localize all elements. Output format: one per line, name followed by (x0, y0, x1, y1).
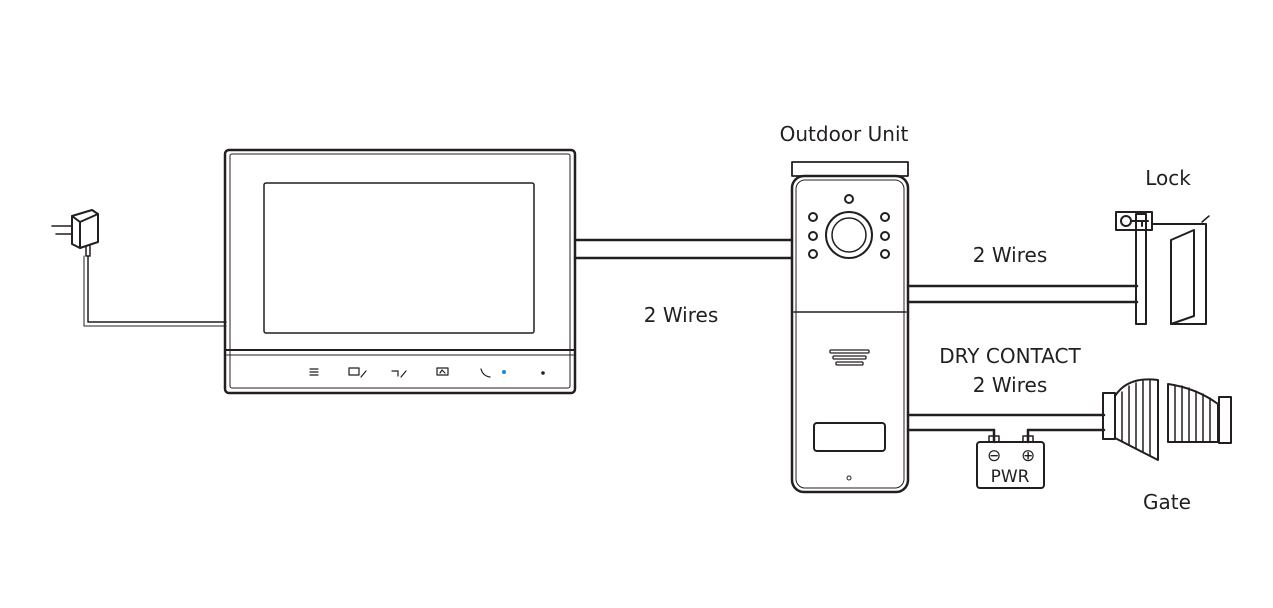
microphone (846, 475, 852, 481)
status-dot (541, 371, 545, 375)
intercom-icon (436, 367, 449, 376)
lock-icon (1115, 211, 1210, 325)
indicator-led (502, 370, 506, 374)
power-supply-box (976, 435, 1045, 489)
outdoor-unit-label: Outdoor Unit (779, 122, 909, 146)
dry-contact-label: DRY CONTACT (939, 344, 1081, 368)
power-adapter (51, 209, 227, 327)
camera-lens (825, 211, 873, 259)
gate-label: Gate (1143, 490, 1191, 514)
gate-wires (906, 413, 1106, 444)
monitor-buttons (309, 367, 545, 378)
pwr-minus-symbol: ⊖ (987, 446, 1001, 466)
talk-icon (480, 368, 491, 378)
lock-label: Lock (1145, 166, 1191, 190)
monitor-cable (573, 238, 794, 260)
sensor (844, 194, 854, 204)
gate-wires-label: 2 Wires (972, 373, 1048, 397)
lock-wires (906, 284, 1139, 304)
menu-icon (309, 368, 319, 376)
pwr-plus-symbol: ⊕ (1021, 446, 1035, 466)
outdoor-unit (790, 161, 910, 494)
unlock-icon (391, 370, 407, 378)
monitor-wires-label: 2 Wires (643, 303, 719, 327)
call-button (813, 422, 886, 452)
lock-wires-label: 2 Wires (972, 243, 1048, 267)
gate-icon (1102, 378, 1232, 461)
monitor-toggle-icon (348, 367, 367, 378)
indoor-monitor (223, 148, 577, 395)
speaker-grille (829, 349, 870, 366)
pwr-label: PWR (991, 467, 1030, 487)
